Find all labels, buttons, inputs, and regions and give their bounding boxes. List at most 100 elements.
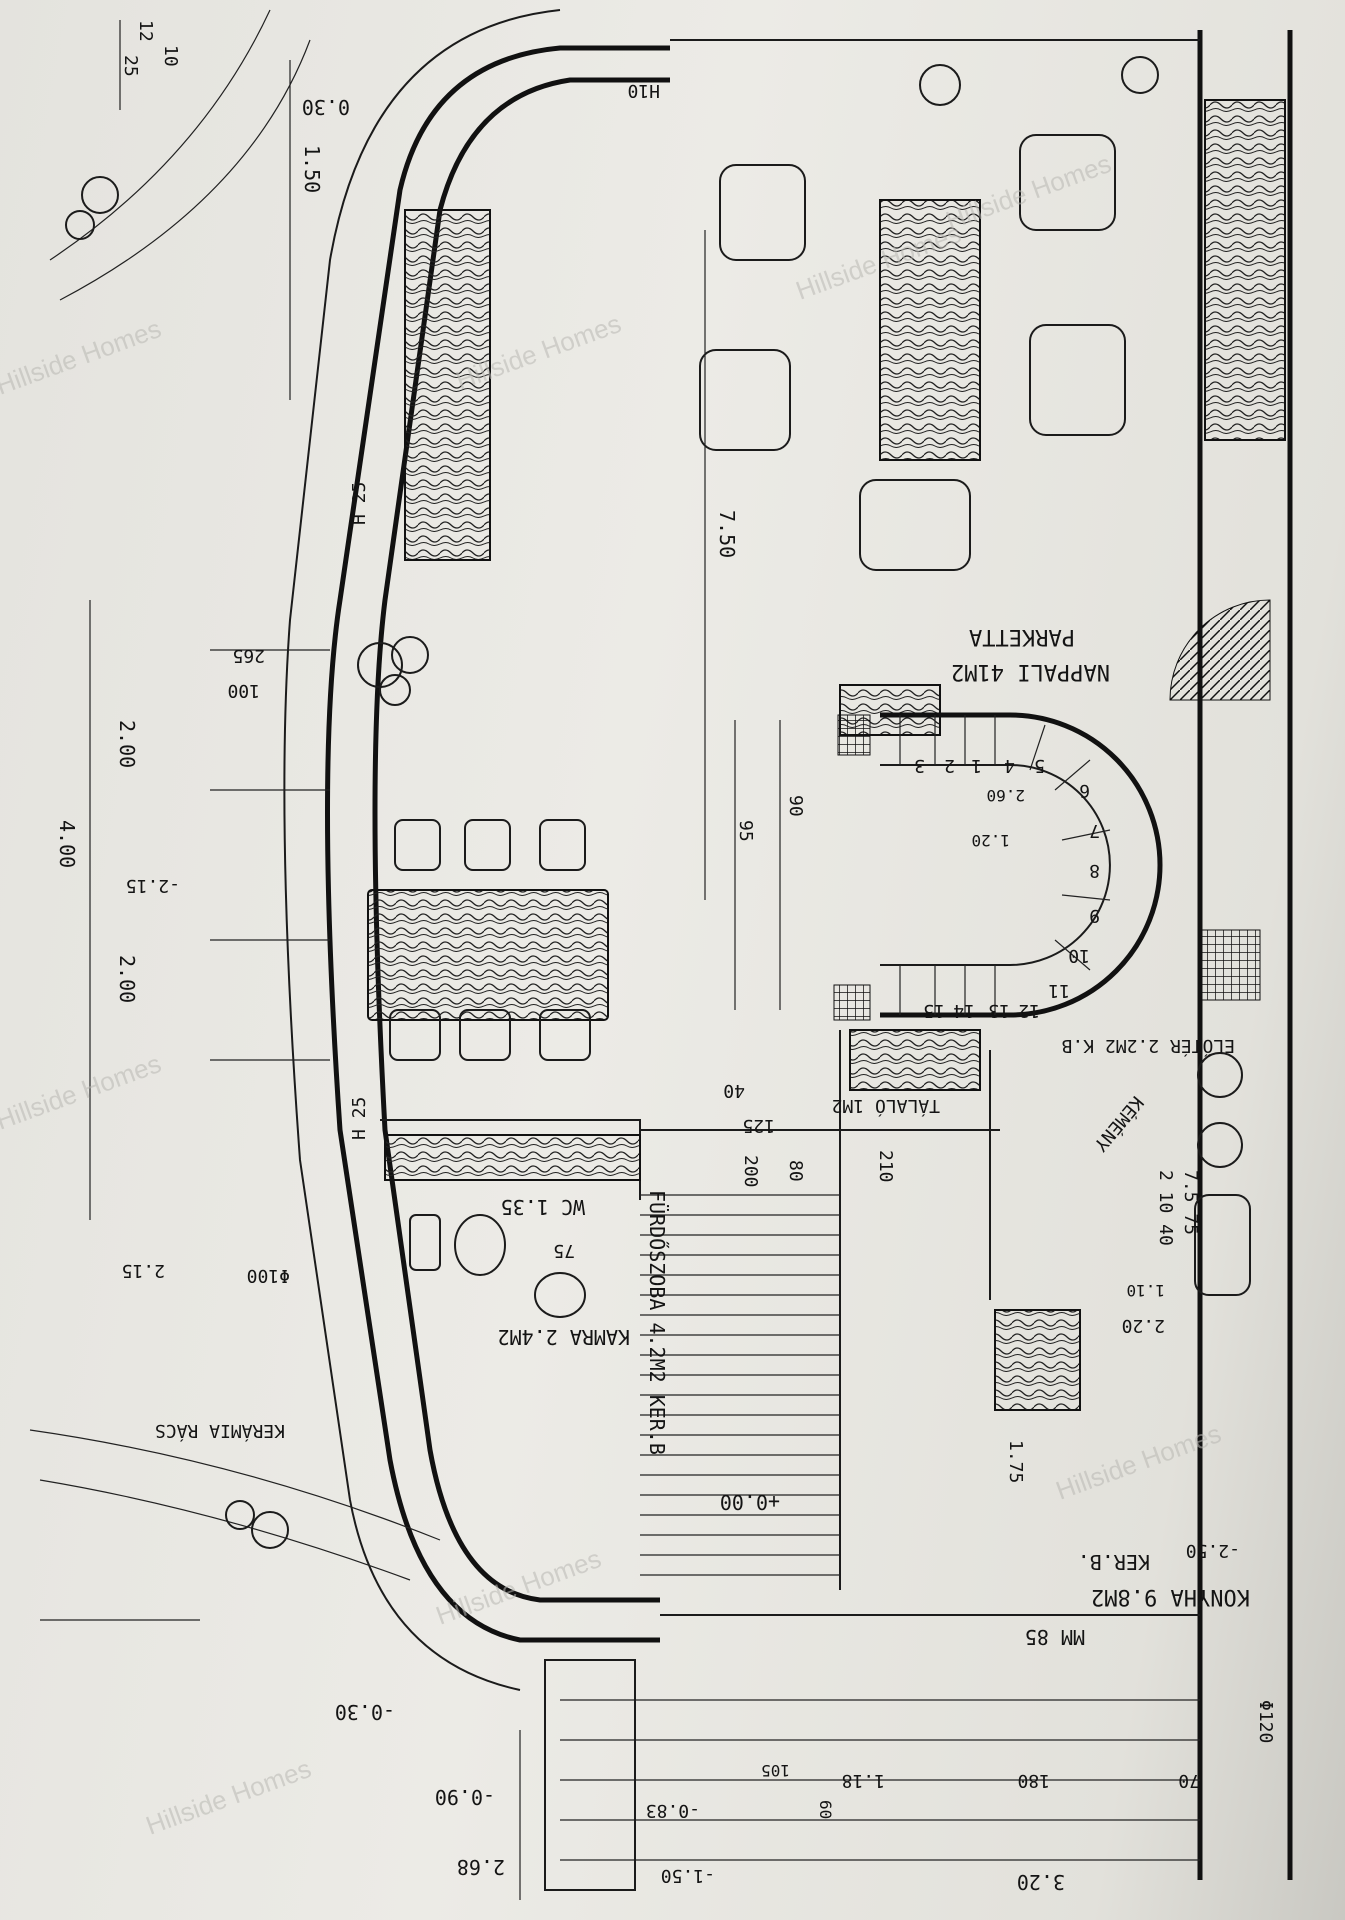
plants — [65, 56, 1159, 1891]
step-5: 5 — [1034, 755, 1045, 776]
label-h25-upper: H 25 — [349, 482, 370, 525]
level-minus-250: -2.50 — [1186, 1540, 1240, 1561]
step-7: 7 — [1089, 820, 1100, 841]
step-3: 3 — [914, 755, 925, 776]
watermark-text: Hillside Homes — [142, 1753, 315, 1840]
dim-2-68: 2.68 — [457, 1855, 505, 1879]
dim-40: 40 — [723, 1080, 745, 1101]
dim-125: 125 — [742, 1115, 775, 1136]
dimension-labels: 2.00 2.00 4.00 7.50 1.50 2.68 3.20 1.75 … — [55, 20, 1276, 1894]
label-h25-lower: H 25 — [349, 1097, 370, 1140]
level-labels: +0.00 -0.30 0.30 -0.90 -0.83 -1.50 -2.15… — [122, 95, 1240, 1886]
dim-phi-100: Φ100 — [247, 1265, 290, 1286]
level-minus-090: -0.90 — [435, 1785, 495, 1809]
pantry-shelf — [384, 1134, 641, 1181]
dim-12: 12 — [135, 20, 156, 42]
step-10: 10 — [1068, 945, 1090, 966]
watermarks: Hillside Homes Hillside Homes Hillside H… — [0, 148, 1225, 1840]
kitchen-table — [994, 1309, 1081, 1411]
dim-200: 200 — [740, 1155, 761, 1188]
dim-4-00: 4.00 — [55, 820, 79, 868]
label-living-room: NAPPALI 41M2 — [951, 659, 1110, 684]
dim-1-20: 1.20 — [971, 831, 1010, 850]
step-13: 13 — [988, 1000, 1010, 1021]
level-minus-030: -0.30 — [335, 1700, 395, 1724]
dimension-lines — [40, 20, 781, 1900]
dim-2-00-lower: 2.00 — [115, 955, 139, 1003]
step-14: 14 — [953, 1000, 975, 1021]
dim-25: 25 — [120, 55, 141, 77]
dim-265: 265 — [232, 645, 265, 666]
dim-phi-120: Φ120 — [1255, 1700, 1276, 1743]
watermark-text: Hillside Homes — [942, 148, 1115, 235]
label-h10: H10 — [627, 80, 660, 101]
bathroom-fixtures — [409, 1052, 1251, 1318]
level-215: 2.15 — [122, 1260, 165, 1281]
stair-landing-panel — [839, 684, 941, 736]
step-1: 1 — [971, 755, 982, 776]
label-kitchen-floor: KER.B. — [1078, 1550, 1150, 1574]
dim-75: 75 — [553, 1240, 575, 1261]
label-ceramic-grille: KERÁMIA RÁCS — [155, 1420, 285, 1442]
wood-panel-right — [1204, 99, 1286, 441]
label-wc: WC 1.35 — [501, 1195, 585, 1219]
dim-60: 60 — [816, 1800, 835, 1819]
dim-100: 100 — [227, 680, 260, 701]
dim-2-20: 2.20 — [1122, 1315, 1165, 1336]
dim-3-20: 3.20 — [1017, 1870, 1065, 1894]
dim-2-60: 2.60 — [986, 786, 1025, 805]
dim-7-5-75: 7.5 75 — [1180, 1170, 1201, 1235]
entrance-steps — [560, 1194, 1200, 1861]
label-hall: ELŐTÉR 2.2M2 K.B — [1062, 1035, 1235, 1057]
curved-facade-wall — [29, 9, 670, 1691]
level-minus-083: -0.83 — [646, 1800, 700, 1821]
step-9: 9 — [1089, 905, 1100, 926]
step-15: 15 — [923, 1000, 945, 1021]
dim-1-75: 1.75 — [1005, 1440, 1026, 1483]
watermark-text: Hillside Homes — [0, 313, 165, 400]
step-11: 11 — [1048, 980, 1070, 1001]
spiral-staircase — [833, 599, 1271, 1021]
label-kitchen-mm: MM 85 — [1025, 1625, 1085, 1649]
stair-step-numbers: 1 2 3 4 5 6 7 8 9 10 11 12 13 14 15 — [914, 755, 1100, 1021]
level-zero: +0.00 — [720, 1490, 780, 1514]
dim-10: 10 — [160, 45, 181, 67]
watermark-text: Hillside Homes — [432, 1543, 605, 1630]
armchairs — [699, 134, 1126, 571]
dim-2-00-upper: 2.00 — [115, 720, 139, 768]
step-12: 12 — [1018, 1000, 1040, 1021]
label-serving: TÁLALÓ 1M2 — [832, 1095, 940, 1117]
dim-2-10-40: 2 10 40 — [1155, 1170, 1176, 1246]
dim-95: 95 — [735, 820, 756, 842]
step-2: 2 — [944, 755, 955, 776]
coffee-table — [879, 199, 981, 461]
built-in-bench — [404, 209, 491, 561]
room-labels: NAPPALI 41M2 PARKETTA KAMRA 2.4M2 WC 1.3… — [155, 80, 1250, 1649]
dim-180: 180 — [1017, 1770, 1050, 1791]
dim-1-50: 1.50 — [300, 145, 324, 193]
label-bathroom: FÜRDŐSZOBA 4.2M2 KER.B — [645, 1190, 669, 1455]
serving-counter — [849, 1029, 981, 1091]
label-pantry: KAMRA 2.4M2 — [498, 1325, 630, 1349]
label-chimney: KÉMÉNY — [1089, 1092, 1148, 1156]
dim-80: 80 — [785, 1160, 806, 1182]
dim-1-10: 1.10 — [1126, 1281, 1165, 1300]
watermark-text: Hillside Homes — [0, 1048, 165, 1135]
level-minus-215: -2.15 — [126, 875, 180, 896]
step-8: 8 — [1089, 860, 1100, 881]
dim-1-18: 1.18 — [842, 1770, 885, 1791]
dim-7-50: 7.50 — [715, 510, 739, 558]
level-minus-150: -1.50 — [661, 1865, 715, 1886]
label-living-floor: PARKETTA — [969, 624, 1075, 649]
dining-chairs — [389, 819, 591, 1061]
step-4: 4 — [1004, 755, 1015, 776]
step-6: 6 — [1079, 780, 1090, 801]
dining-table — [367, 889, 609, 1021]
label-kitchen: KONYHA 9.8M2 — [1091, 1584, 1250, 1609]
dim-90: 90 — [785, 795, 806, 817]
dim-105: 105 — [761, 1761, 790, 1780]
dim-70: 70 — [1178, 1770, 1200, 1791]
level-030: 0.30 — [302, 95, 350, 119]
